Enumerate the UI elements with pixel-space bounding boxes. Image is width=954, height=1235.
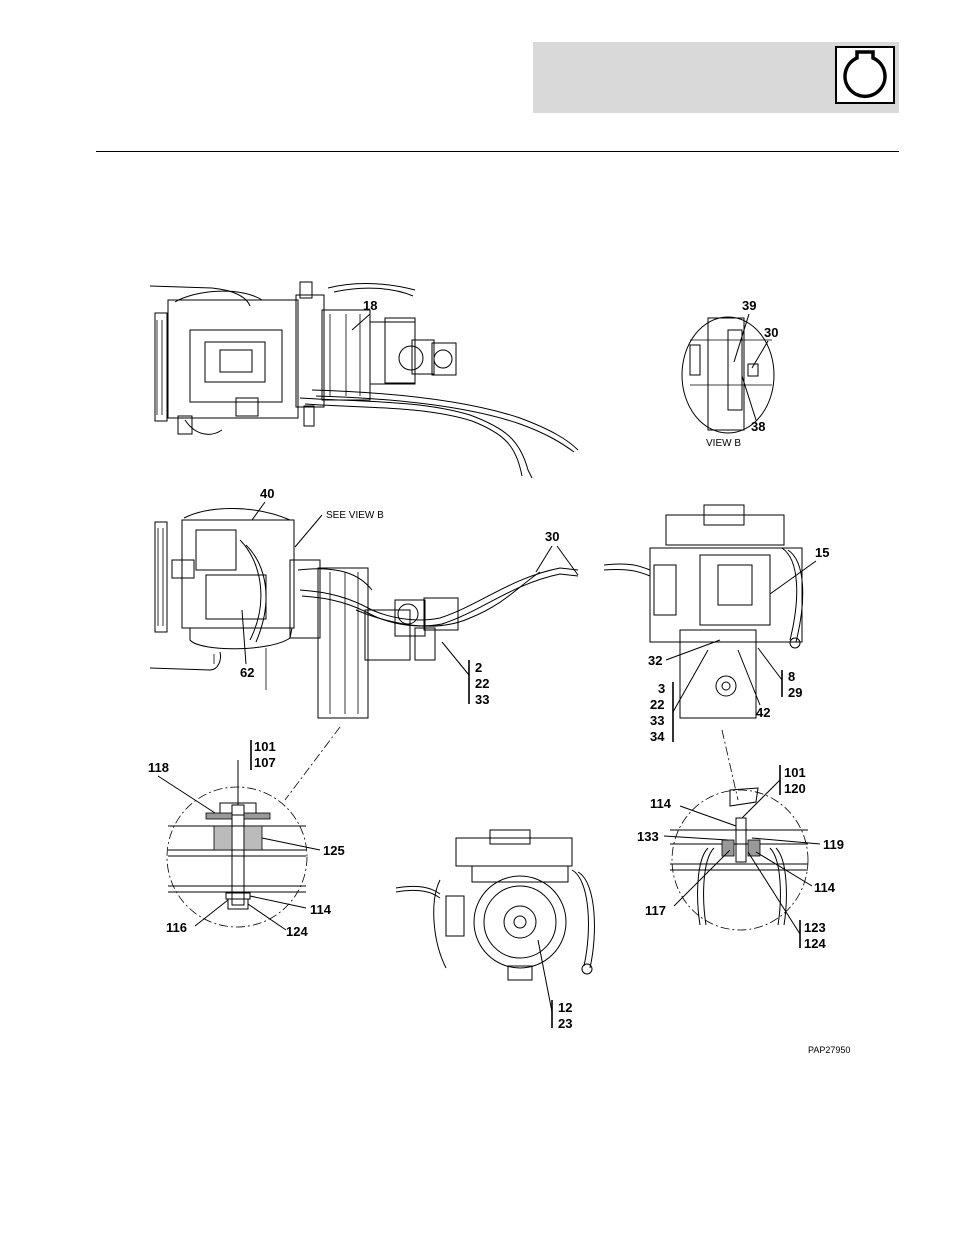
engine-rear-view	[603, 504, 804, 719]
callout-101-right: 101	[784, 765, 806, 780]
detail-left	[166, 786, 308, 928]
callout-29: 29	[788, 685, 802, 700]
callout-38: 38	[751, 419, 765, 434]
detail-right	[670, 787, 809, 931]
callout-117: 117	[645, 903, 666, 918]
engine-front-view	[395, 829, 595, 981]
callout-40: 40	[260, 486, 274, 501]
engine-side-view	[149, 508, 579, 719]
callout-107: 107	[254, 755, 276, 770]
callout-30-side: 30	[545, 529, 559, 544]
callout-114-right-top: 114	[650, 796, 672, 811]
engine-top-view	[149, 281, 579, 479]
callout-2: 2	[475, 660, 482, 675]
callout-34: 34	[650, 729, 665, 744]
callout-39: 39	[742, 298, 756, 313]
callout-62: 62	[240, 665, 254, 680]
callout-101-left: 101	[254, 739, 276, 754]
callout-33-rear: 33	[650, 713, 664, 728]
callout-123: 123	[804, 920, 826, 935]
callout-120: 120	[784, 781, 806, 796]
callout-3: 3	[658, 681, 665, 696]
callout-133: 133	[637, 829, 659, 844]
callout-124-right: 124	[804, 936, 826, 951]
callout-116: 116	[166, 920, 187, 935]
callout-125: 125	[323, 843, 345, 858]
see-view-b-note: SEE VIEW B	[326, 510, 384, 521]
callout-32: 32	[648, 653, 662, 668]
figure-id: PAP27950	[808, 1045, 850, 1055]
callout-12: 12	[558, 1000, 572, 1015]
engine-icon	[835, 46, 895, 104]
callout-124-left: 124	[286, 924, 308, 939]
callout-23: 23	[558, 1016, 572, 1031]
view-b-detail	[681, 316, 775, 434]
view-b-title: VIEW B	[706, 438, 741, 449]
callout-30-view-b: 30	[764, 325, 778, 340]
callout-15: 15	[815, 545, 829, 560]
header-rule	[96, 151, 899, 152]
callout-114-right-bottom: 114	[814, 880, 836, 895]
callout-33-side: 33	[475, 692, 489, 707]
callout-42: 42	[756, 705, 770, 720]
callout-114-left: 114	[310, 902, 332, 917]
callout-22-rear: 22	[650, 697, 664, 712]
callout-18: 18	[363, 298, 377, 313]
callout-22-side: 22	[475, 676, 489, 691]
callout-119: 119	[823, 837, 844, 852]
callout-118: 118	[148, 760, 169, 775]
callout-8: 8	[788, 669, 795, 684]
